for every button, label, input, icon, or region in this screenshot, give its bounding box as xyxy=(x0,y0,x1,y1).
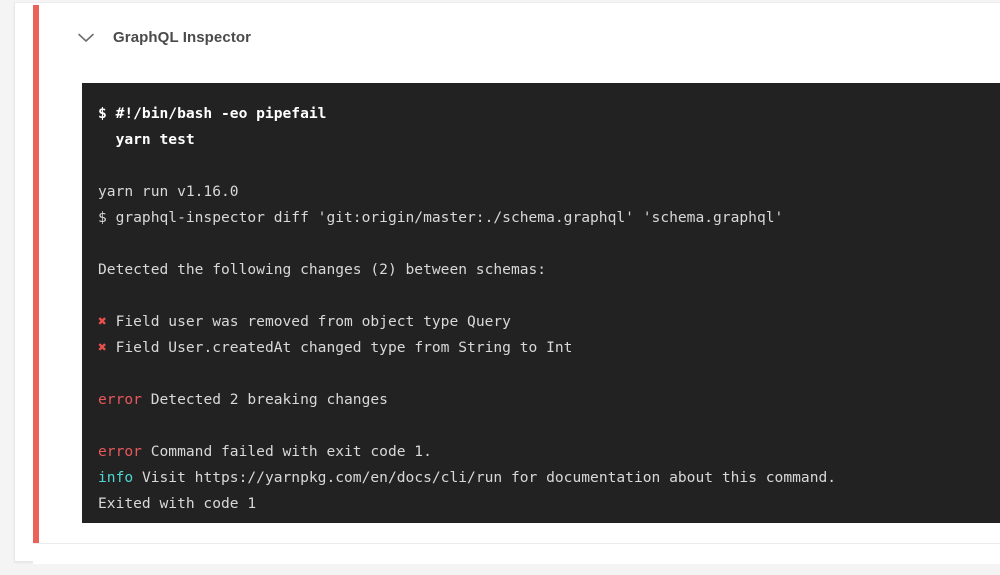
terminal-text-segment: Visit https://yarnpkg.com/en/docs/cli/ru… xyxy=(133,469,837,486)
terminal-line-blank xyxy=(98,361,1000,387)
terminal-line-blank xyxy=(98,153,1000,179)
terminal-text-segment: $ #!/bin/bash -eo pipefail xyxy=(98,105,327,122)
terminal-line-output: Detected the following changes (2) betwe… xyxy=(98,257,1000,283)
terminal-line-blank xyxy=(98,413,1000,439)
terminal-text-segment: error xyxy=(98,443,142,460)
terminal-text-segment: error xyxy=(98,391,142,408)
terminal-line-change: ✖ Field user was removed from object typ… xyxy=(98,309,1000,335)
terminal-line-output: Exited with code 1 xyxy=(98,491,1000,517)
terminal-line-change: ✖ Field User.createdAt changed type from… xyxy=(98,335,1000,361)
terminal-line-output: yarn run v1.16.0 xyxy=(98,179,1000,205)
step-header[interactable]: GraphQL Inspector xyxy=(47,5,1000,69)
terminal-text-segment: $ graphql-inspector diff 'git:origin/mas… xyxy=(98,209,784,226)
terminal-text-segment: ✖ xyxy=(98,339,107,356)
terminal-line-output: $ graphql-inspector diff 'git:origin/mas… xyxy=(98,205,1000,231)
terminal-line-error: error Command failed with exit code 1. xyxy=(98,439,1000,465)
card-divider xyxy=(33,543,1000,544)
terminal-line-command: yarn test xyxy=(98,127,1000,153)
terminal-text-segment: Field User.createdAt changed type from S… xyxy=(106,339,573,356)
card-footer xyxy=(33,544,1000,564)
terminal-text-segment: Detected 2 breaking changes xyxy=(141,391,388,408)
chevron-down-icon[interactable] xyxy=(73,24,99,50)
terminal-text-segment: ✖ xyxy=(98,313,107,330)
terminal-line-blank xyxy=(98,283,1000,309)
terminal-text-segment: Field user was removed from object type … xyxy=(106,313,511,330)
terminal-text-segment: Command failed with exit code 1. xyxy=(141,443,432,460)
terminal-line-info: info Visit https://yarnpkg.com/en/docs/c… xyxy=(98,465,1000,491)
terminal-text-segment: yarn run v1.16.0 xyxy=(98,183,239,200)
terminal-line-command: $ #!/bin/bash -eo pipefail xyxy=(98,101,1000,127)
step-title: GraphQL Inspector xyxy=(113,28,252,46)
terminal-text-segment: Exited with code 1 xyxy=(98,495,257,512)
terminal-line-error: error Detected 2 breaking changes xyxy=(98,387,1000,413)
terminal-text-segment: Detected the following changes (2) betwe… xyxy=(98,261,547,278)
terminal-log: $ #!/bin/bash -eo pipefail yarn test yar… xyxy=(98,101,1000,517)
terminal-text-segment: info xyxy=(98,469,134,486)
step-status-bar xyxy=(33,5,39,543)
build-step-card: GraphQL Inspector $ #!/bin/bash -eo pipe… xyxy=(14,2,1000,564)
terminal-text-segment: yarn test xyxy=(98,131,195,148)
terminal-log-panel[interactable]: $ #!/bin/bash -eo pipefail yarn test yar… xyxy=(82,83,1000,523)
terminal-line-blank xyxy=(98,231,1000,257)
